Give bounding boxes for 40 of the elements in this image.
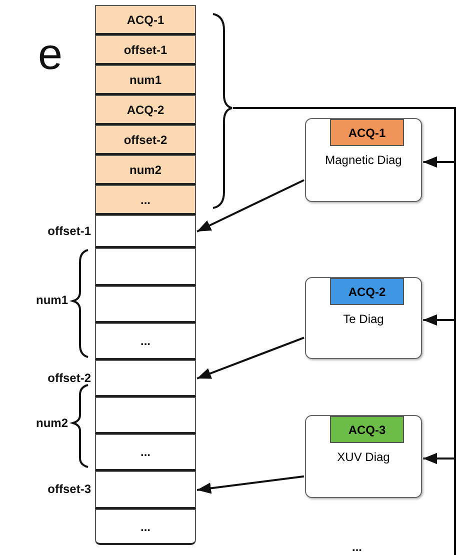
card-title: Te Diag: [342, 312, 385, 326]
arrow: [423, 314, 455, 326]
memory-cell: offset-2: [95, 125, 196, 155]
memory-cell: [95, 248, 196, 286]
offset-label: offset-2: [48, 370, 91, 384]
diagnostic-card: [305, 277, 422, 359]
memory-cell: ...: [95, 509, 196, 545]
large-letter: e: [38, 30, 62, 80]
bus-line: [233, 107, 456, 555]
ellipsis-label: ...: [352, 540, 362, 554]
memory-cell: [95, 286, 196, 323]
arrow: [196, 179, 304, 232]
tag-label: ACQ-3: [330, 416, 404, 443]
tag-label: ACQ-2: [330, 278, 404, 305]
memory-cell: [95, 471, 196, 509]
diagnostic-card: [305, 118, 422, 202]
memory-cell: [95, 397, 196, 434]
memory-cell: num1: [95, 65, 196, 95]
arrow: [196, 336, 304, 380]
memory-cell: [95, 215, 196, 248]
memory-cell: [95, 360, 196, 397]
arrow: [196, 475, 304, 494]
diagnostic-card: [305, 415, 422, 498]
memory-cell: ACQ-2: [95, 95, 196, 125]
memory-cell: ...: [95, 323, 196, 360]
arrow: [423, 452, 455, 464]
card-title: XUV Diag: [336, 450, 391, 464]
memory-cell: num2: [95, 155, 196, 185]
memory-cell: ...: [95, 185, 196, 215]
group-label: num1: [36, 293, 68, 307]
memory-cell: ...: [95, 434, 196, 471]
offset-label: offset-3: [48, 482, 91, 496]
card-title: Magnetic Diag: [324, 153, 403, 167]
group-label: num2: [36, 416, 68, 430]
arrow: [423, 156, 455, 168]
tag-label: ACQ-1: [330, 119, 404, 146]
offset-label: offset-1: [48, 224, 91, 238]
memory-cell: ACQ-1: [95, 5, 196, 35]
curly-brace: [212, 13, 233, 209]
memory-cell: offset-1: [95, 35, 196, 65]
